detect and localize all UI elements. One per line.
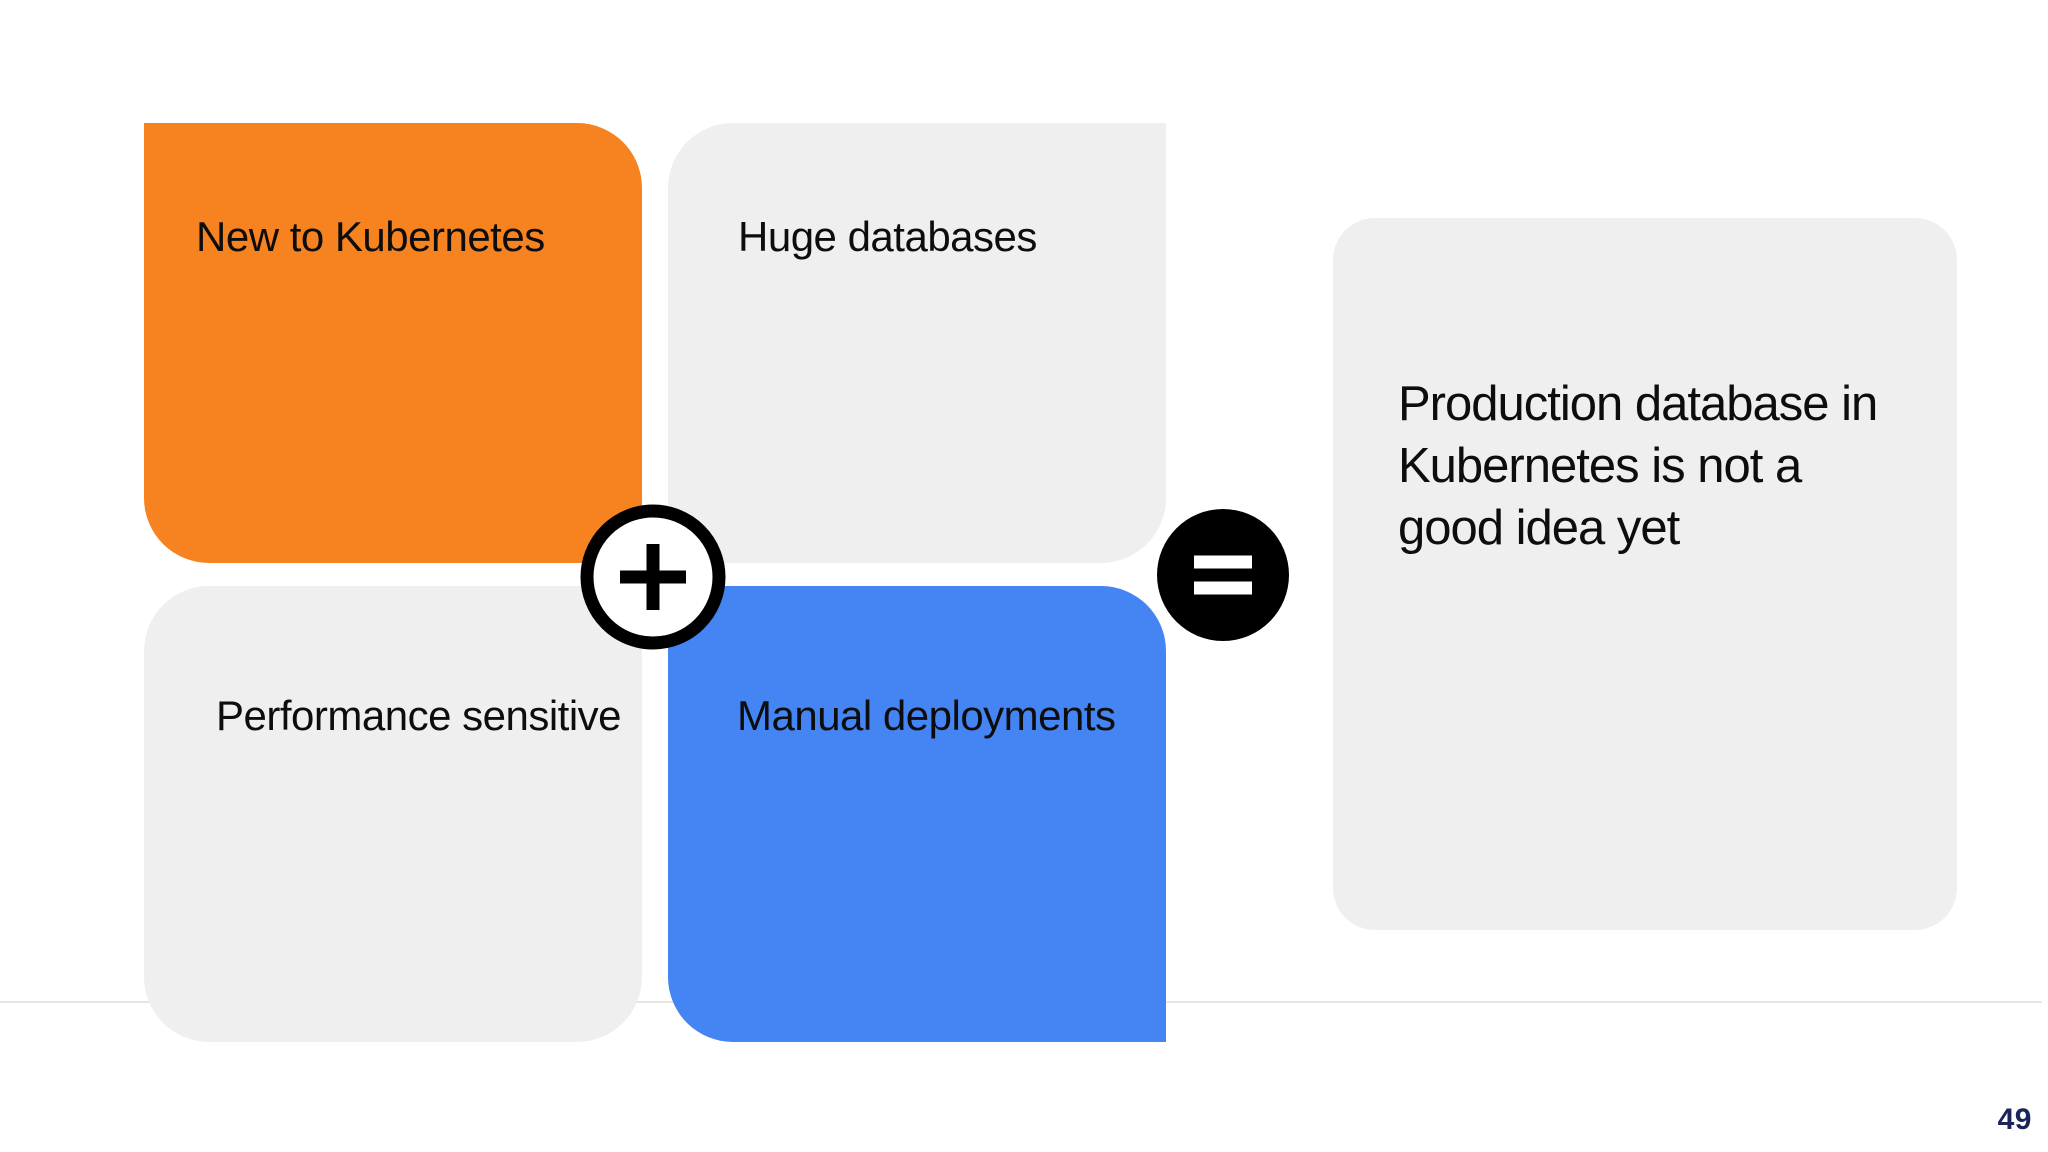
result-card: Production database in Kubernetes is not… bbox=[1333, 218, 1957, 930]
card-performance-sensitive-label: Performance sensitive bbox=[216, 692, 622, 739]
equals-icon bbox=[1157, 509, 1289, 641]
card-performance-sensitive: Performance sensitive bbox=[144, 586, 642, 1042]
card-huge-databases: Huge databases bbox=[668, 123, 1166, 563]
card-new-to-kubernetes: New to Kubernetes bbox=[144, 123, 642, 563]
page-number: 49 bbox=[1997, 1103, 2032, 1136]
card-manual-deployments: Manual deployments bbox=[668, 586, 1166, 1042]
card-huge-databases-label: Huge databases bbox=[738, 213, 1037, 260]
result-text-line: Kubernetes is not a bbox=[1398, 439, 1802, 493]
result-text: Production database in Kubernetes is not… bbox=[1398, 373, 1878, 559]
result-text-line: Production database in bbox=[1398, 377, 1878, 431]
plus-icon bbox=[580, 504, 726, 650]
result-text-line: good idea yet bbox=[1398, 501, 1680, 555]
card-new-to-kubernetes-label: New to Kubernetes bbox=[196, 213, 545, 260]
card-manual-deployments-label: Manual deployments bbox=[737, 692, 1116, 739]
